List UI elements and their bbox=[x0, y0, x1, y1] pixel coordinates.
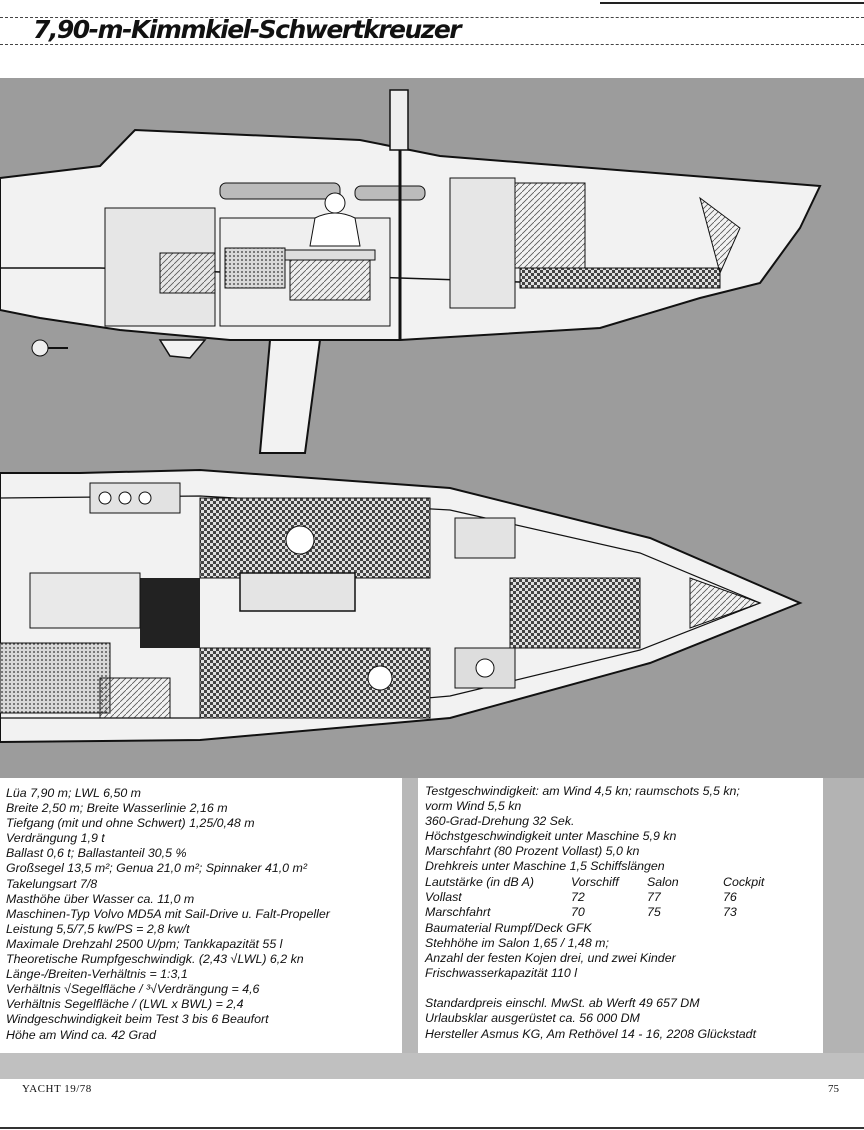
top-edge-line bbox=[600, 2, 864, 4]
spec-line: Baumaterial Rumpf/Deck GFK bbox=[425, 921, 592, 935]
magazine-footer: YACHT 19/78 bbox=[22, 1083, 92, 1095]
sound-level-table: Lautstärke (in dB A) Vorschiff Salon Coc… bbox=[425, 875, 764, 920]
spec-line: Höhe am Wind ca. 42 Grad bbox=[6, 1027, 157, 1042]
table-row: Vollast 72 77 76 bbox=[425, 890, 764, 905]
headline-rule-top bbox=[0, 17, 864, 18]
specs-panel-right bbox=[418, 778, 823, 1053]
spec-line: Takelungsart 7/8 bbox=[6, 876, 98, 891]
spec-line: Ballast 0,6 t; Ballastanteil 30,5 % bbox=[6, 846, 187, 861]
spec-line: Großsegel 13,5 m²; Genua 21,0 m²; Spinna… bbox=[6, 861, 307, 876]
spec-line: Maximale Drehzahl 2500 U/pm; Tankkapazit… bbox=[6, 936, 283, 951]
table-cell: 75 bbox=[647, 905, 661, 920]
table-cell: 73 bbox=[723, 905, 737, 920]
spec-line: Leistung 5,5/7,5 kw/PS = 2,8 kw/t bbox=[6, 921, 190, 936]
spec-line: Anzahl der festen Kojen drei, und zwei K… bbox=[425, 951, 676, 966]
gutter-between-panels bbox=[402, 778, 418, 1053]
spec-line bbox=[425, 981, 756, 996]
page-headline: 7,90-m-Kimmkiel-Schwertkreuzer bbox=[33, 15, 462, 44]
spec-line: Masthöhe über Wasser ca. 11,0 m bbox=[6, 891, 195, 906]
bottom-band bbox=[0, 1053, 864, 1079]
spec-line: Verdrängung 1,9 t bbox=[6, 831, 105, 846]
spec-line: 360-Grad-Drehung 32 Sek. bbox=[425, 814, 575, 829]
spec-line: Drehkreis unter Maschine 1,5 Schiffsläng… bbox=[425, 859, 665, 874]
headline-rule-bottom bbox=[0, 44, 864, 45]
performance-specs-list: Testgeschwindigkeit: am Wind 4,5 kn; rau… bbox=[425, 784, 740, 875]
page-number: 75 bbox=[828, 1083, 839, 1095]
plan-view bbox=[0, 468, 803, 744]
table-header-cell: Cockpit bbox=[723, 875, 765, 889]
table-cell: Vollast bbox=[425, 890, 462, 905]
table-header-cell: Lautstärke (in dB A) bbox=[425, 875, 535, 889]
spec-line: Verhältnis Segelfläche / (LWL x BWL) = 2… bbox=[6, 997, 244, 1012]
specs-panel-left bbox=[0, 778, 402, 1053]
spec-line: Windgeschwindigkeit beim Test 3 bis 6 Be… bbox=[6, 1012, 269, 1027]
side-profile bbox=[0, 89, 822, 454]
table-cell: 72 bbox=[571, 890, 585, 905]
spec-line: Urlaubsklar ausgerüstet ca. 56 000 DM bbox=[425, 1011, 640, 1026]
table-cell: 76 bbox=[723, 890, 737, 905]
spec-line: Tiefgang (mit und ohne Schwert) 1,25/0,4… bbox=[6, 816, 255, 831]
spec-line: vorm Wind 5,5 kn bbox=[425, 799, 522, 814]
spec-line: Verhältnis √Segelfläche / ³√Verdrängung … bbox=[6, 982, 260, 997]
table-cell: 77 bbox=[647, 890, 661, 905]
spec-line: Hersteller Asmus KG, Am Rethövel 14 - 16… bbox=[425, 1026, 757, 1041]
table-cell: 70 bbox=[571, 905, 585, 920]
technical-specs-list: Lüa 7,90 m; LWL 6,50 m Breite 2,50 m; Br… bbox=[6, 786, 330, 1043]
table-cell: Marschfahrt bbox=[425, 905, 491, 920]
table-header-cell: Salon bbox=[647, 875, 679, 889]
spec-line: Stehhöhe im Salon 1,65 / 1,48 m; bbox=[425, 936, 609, 951]
spec-line: Länge-/Breiten-Verhältnis = 1:3,1 bbox=[6, 967, 188, 982]
spec-line: Lüa 7,90 m; LWL 6,50 m bbox=[6, 786, 141, 800]
yacht-cutaway-drawing bbox=[0, 78, 864, 780]
table-row: Marschfahrt 70 75 73 bbox=[425, 905, 764, 920]
bottom-edge-line bbox=[0, 1127, 864, 1129]
spec-line: Breite 2,50 m; Breite Wasserlinie 2,16 m bbox=[6, 801, 228, 816]
build-and-price-list: Baumaterial Rumpf/Deck GFK Stehhöhe im S… bbox=[425, 921, 756, 1042]
spec-line: Testgeschwindigkeit: am Wind 4,5 kn; rau… bbox=[425, 784, 740, 798]
spec-line: Marschfahrt (80 Prozent Vollast) 5,0 kn bbox=[425, 844, 640, 859]
yacht-illustration bbox=[0, 89, 822, 744]
spec-line: Theoretische Rumpfgeschwindigk. (2,43 √L… bbox=[6, 952, 304, 967]
right-margin-band bbox=[823, 778, 864, 1053]
spec-line: Standardpreis einschl. MwSt. ab Werft 49… bbox=[425, 996, 700, 1011]
spec-line: Höchstgeschwindigkeit unter Maschine 5,9… bbox=[425, 829, 677, 844]
spec-line: Frischwasserkapazität 110 l bbox=[425, 966, 577, 981]
spec-line: Maschinen-Typ Volvo MD5A mit Sail-Drive … bbox=[6, 906, 330, 921]
table-header-cell: Vorschiff bbox=[571, 875, 619, 889]
table-header-row: Lautstärke (in dB A) Vorschiff Salon Coc… bbox=[425, 875, 764, 890]
